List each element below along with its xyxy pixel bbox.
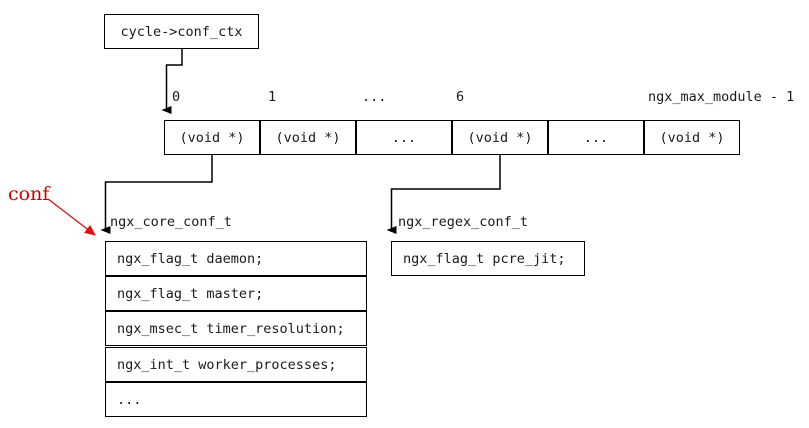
root-node-label: cycle->conf_ctx [120, 23, 243, 40]
array-index-6: 6 [456, 89, 465, 105]
core-conf-field-row: ngx_flag_t master; [105, 276, 367, 311]
root-node-cycle-conf-ctx: cycle->conf_ctx [104, 14, 259, 49]
regex-conf-field-row: ngx_flag_t pcre_jit; [391, 241, 585, 276]
conf-annotation-arrow [47, 198, 96, 236]
core-conf-field-label: ngx_msec_t timer_resolution; [117, 320, 345, 337]
core-conf-field-label: ngx_flag_t master; [117, 285, 264, 302]
array-cell-label: (void *) [659, 129, 725, 146]
array-index-0: 0 [172, 89, 181, 105]
core-conf-field-row: ngx_int_t worker_processes; [105, 347, 367, 382]
array-cell-label: ... [391, 129, 417, 146]
struct-title-ngx-core-conf-t: ngx_core_conf_t [110, 214, 232, 230]
array-cell-ellipsis-right: ... [548, 120, 644, 155]
array-cell-0: (void *) [164, 120, 260, 155]
struct-title-ngx-regex-conf-t: ngx_regex_conf_t [398, 214, 529, 230]
array-index-1: 1 [268, 89, 277, 105]
array-index-max-module: ngx_max_module - 1 [648, 89, 795, 105]
array-cell-6: (void *) [452, 120, 548, 155]
array-cell-label: (void *) [179, 129, 245, 146]
regex-conf-field-label: ngx_flag_t pcre_jit; [403, 250, 566, 267]
array-cell-ellipsis-left: ... [356, 120, 452, 155]
conf-annotation-label: conf [8, 183, 50, 205]
array-cell-label: ... [583, 129, 609, 146]
array-cell-label: (void *) [275, 129, 341, 146]
core-conf-field-label: ngx_int_t worker_processes; [117, 356, 337, 373]
array-cell-1: (void *) [260, 120, 356, 155]
array-cell-label: (void *) [467, 129, 533, 146]
core-conf-field-label: ngx_flag_t daemon; [117, 250, 264, 267]
core-conf-field-label: ... [117, 391, 142, 408]
core-conf-field-row: ngx_msec_t timer_resolution; [105, 311, 367, 346]
array-index-ellipsis: ... [362, 89, 387, 105]
core-conf-field-row: ... [105, 382, 367, 417]
array-cell-last: (void *) [644, 120, 740, 155]
core-conf-field-row: ngx_flag_t daemon; [105, 241, 367, 276]
